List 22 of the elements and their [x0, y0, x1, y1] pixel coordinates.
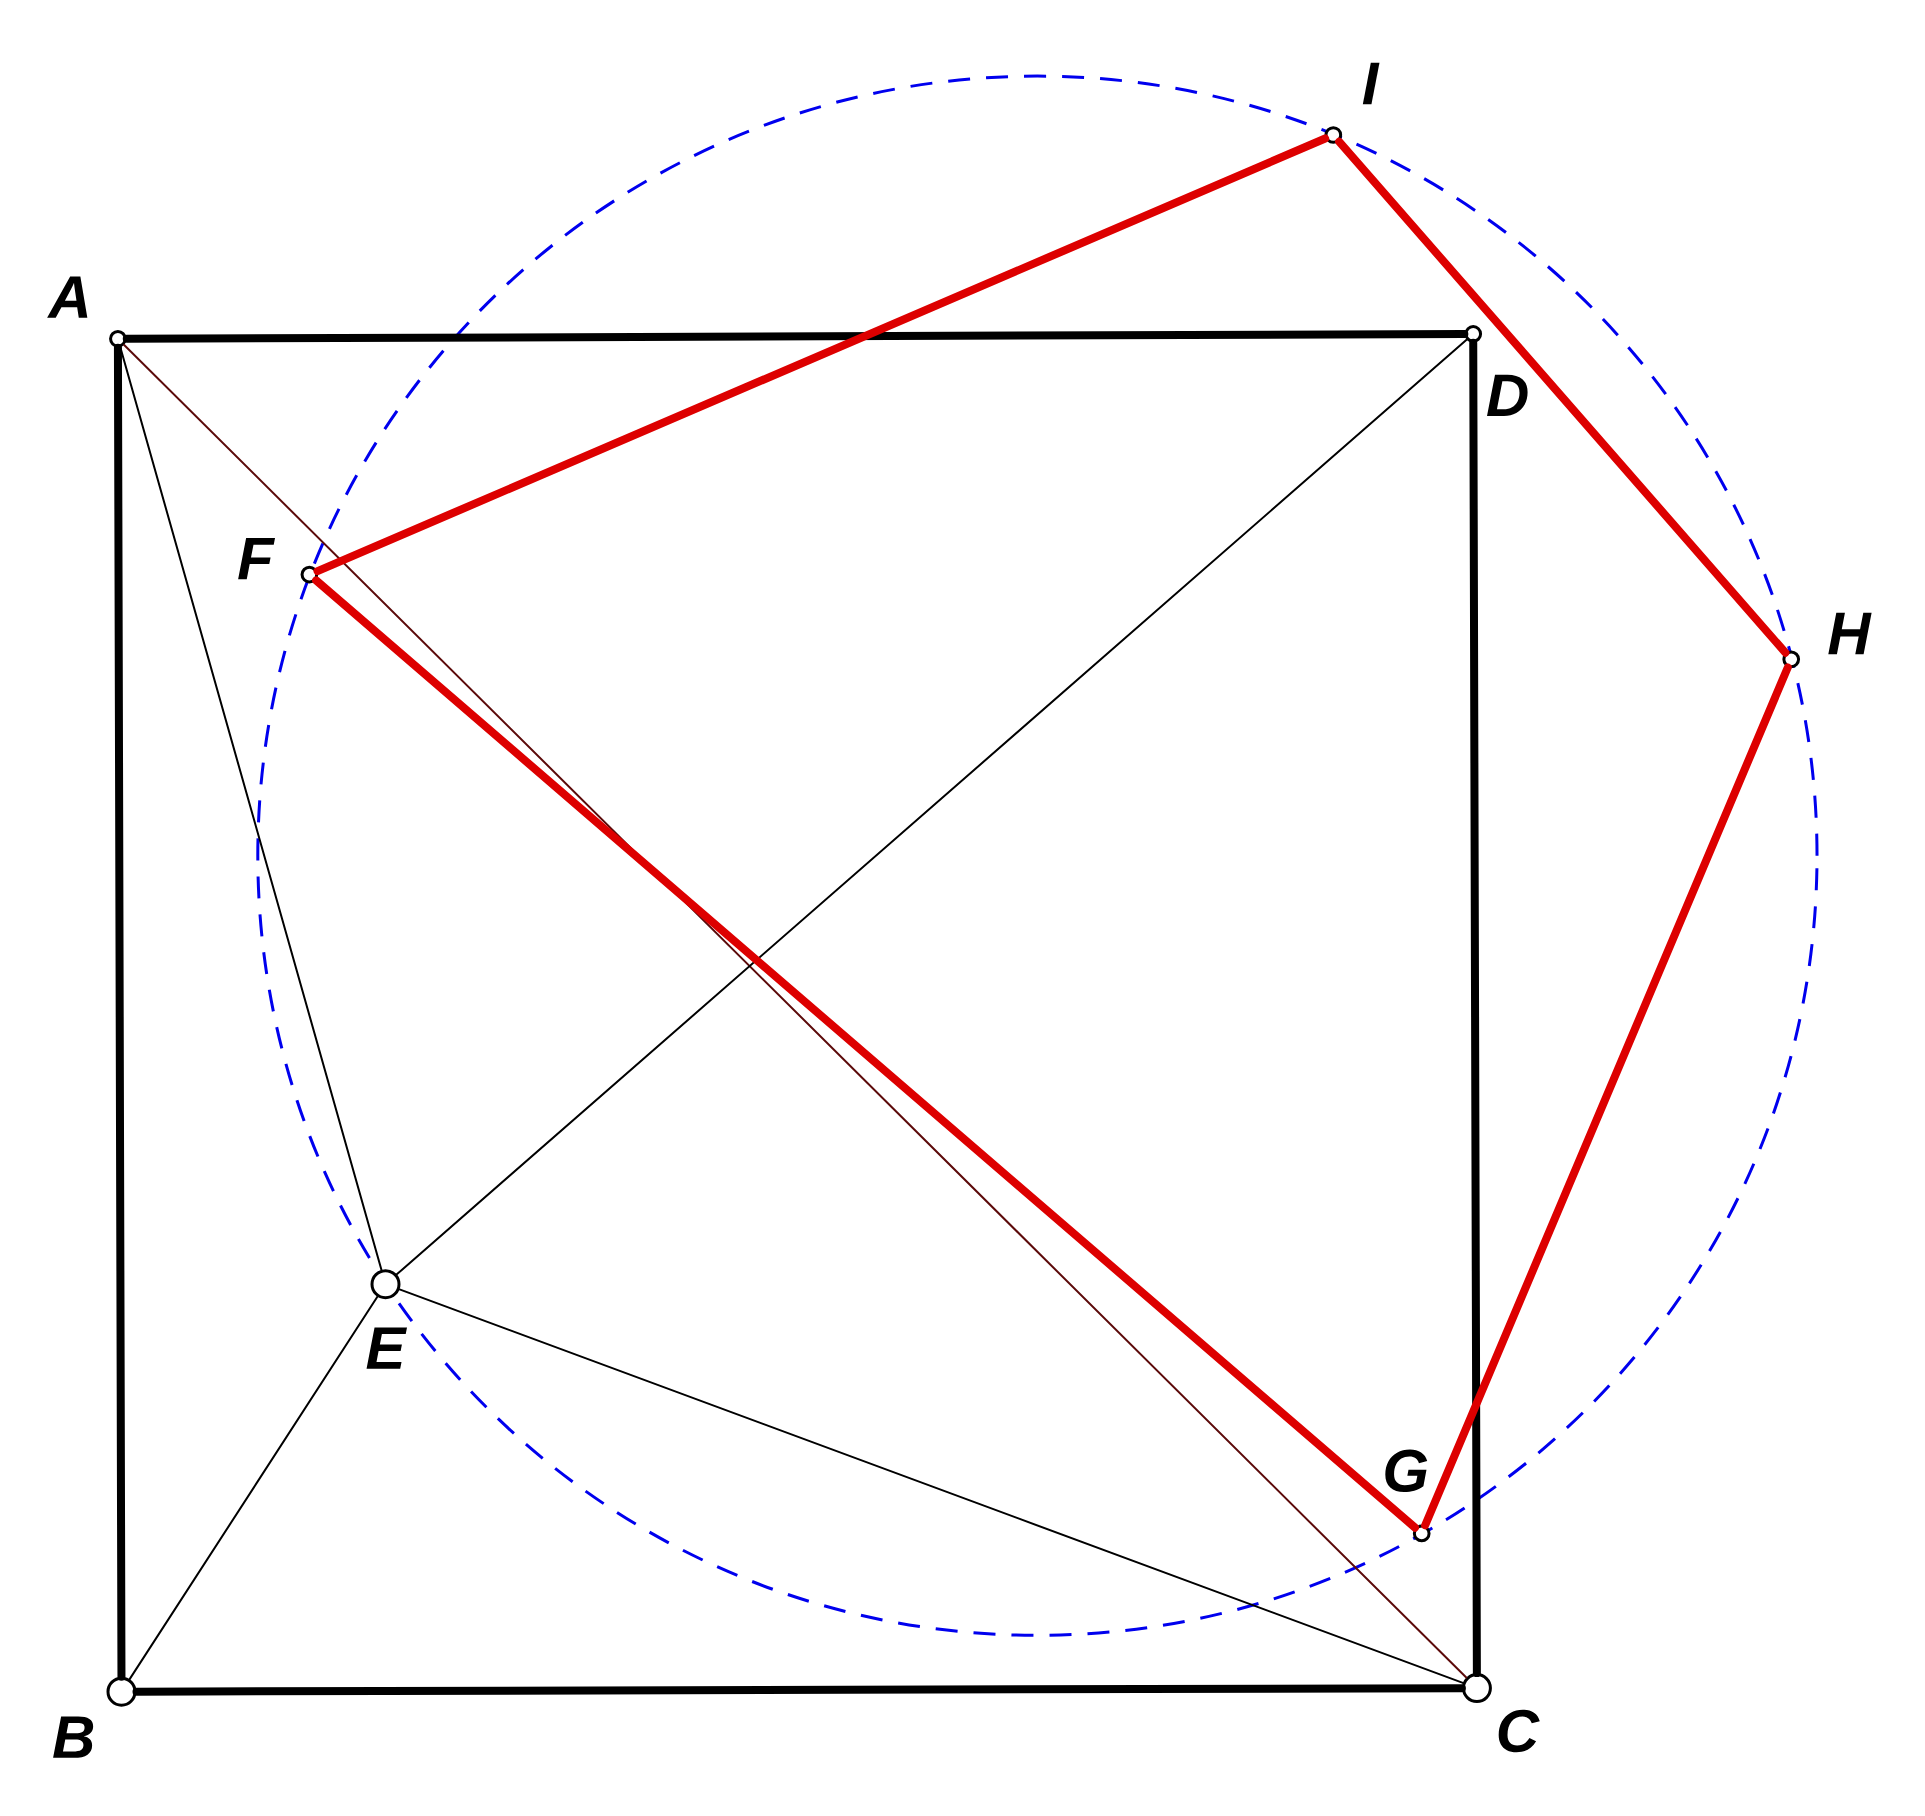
thin-line	[123, 344, 1468, 1679]
point-label: C	[1498, 1709, 1540, 1753]
thick-line	[1421, 663, 1792, 1530]
point-label: F	[238, 537, 275, 580]
thin-line	[398, 1288, 1464, 1684]
thin-line	[119, 346, 383, 1271]
point-label: H	[1828, 612, 1872, 655]
point-label: A	[47, 276, 88, 318]
point-label: I	[1362, 62, 1380, 105]
thin-line	[395, 338, 1468, 1276]
thick-line	[313, 134, 1330, 576]
point-label: D	[1487, 374, 1528, 416]
point-label: G	[1385, 1449, 1428, 1493]
thick-line	[132, 1684, 1466, 1696]
thick-line	[312, 576, 1419, 1532]
thick-line	[122, 329, 1469, 343]
thick-line	[1469, 338, 1481, 1678]
point-label: B	[53, 1716, 94, 1758]
thick-line	[1335, 137, 1790, 657]
thick-line	[113, 343, 126, 1681]
point-label: E	[366, 1327, 407, 1369]
thin-line	[128, 1295, 379, 1681]
